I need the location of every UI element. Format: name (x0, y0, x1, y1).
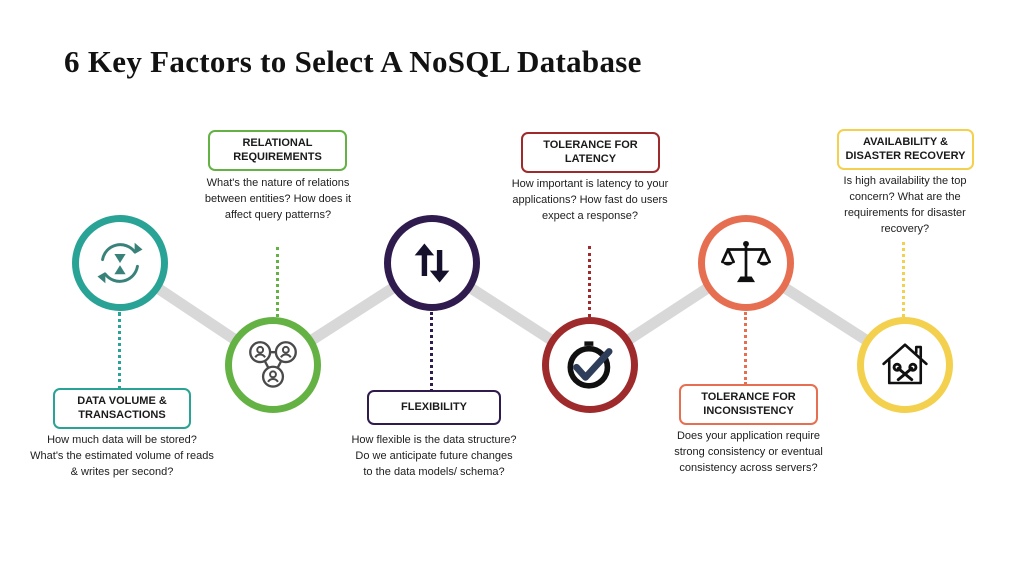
factor-2-label: RELATIONAL REQUIREMENTS (233, 137, 322, 164)
up-down-arrows-icon (414, 243, 450, 283)
factor-6-dotted-connector (902, 242, 905, 317)
factor-2-label-box: RELATIONAL REQUIREMENTS (208, 130, 347, 171)
factor-3-dotted-connector (430, 312, 433, 392)
factor-4-label: TOLERANCE FOR LATENCY (543, 139, 638, 166)
factor-6-description: Is high availability the top concern? Wh… (843, 175, 967, 235)
factor-3-description: How flexible is the data structure? Do w… (351, 434, 517, 478)
entity-network-icon (249, 341, 297, 388)
factor-6-label-box: AVAILABILITY & DISASTER RECOVERY (837, 129, 974, 170)
balance-scale-icon (721, 240, 771, 283)
factor-4-dotted-connector (588, 246, 591, 317)
factor-5-description: Does your application require strong con… (674, 430, 823, 474)
factor-3-label-box: FLEXIBILITY (367, 390, 501, 425)
factor-1-label-box: DATA VOLUME & TRANSACTIONS (53, 388, 191, 429)
factor-5-label-box: TOLERANCE FOR INCONSISTENCY (679, 384, 818, 425)
sync-hourglass-icon (97, 242, 143, 284)
factor-2-circle (225, 317, 321, 413)
factor-4-description: How important is latency to your applica… (511, 178, 669, 222)
factor-1-description: How much data will be stored? What's the… (30, 434, 214, 478)
factor-6-circle (857, 317, 953, 413)
factor-5-label: TOLERANCE FOR INCONSISTENCY (701, 391, 796, 418)
clock-check-icon (567, 341, 613, 389)
page-title: 6 Key Factors to Select A NoSQL Database (64, 44, 642, 79)
factor-1-dotted-connector (118, 312, 121, 390)
factor-1-circle (72, 215, 168, 311)
factor-6-label: AVAILABILITY & DISASTER RECOVERY (845, 136, 966, 163)
factor-5-dotted-connector (744, 312, 747, 385)
factor-3-circle (384, 215, 480, 311)
factor-4-label-box: TOLERANCE FOR LATENCY (521, 132, 660, 173)
factor-5-circle (698, 215, 794, 311)
factor-2-description: What's the nature of relations between e… (204, 177, 352, 221)
house-tools-icon (882, 343, 928, 385)
factor-4-circle (542, 317, 638, 413)
factor-2-dotted-connector (276, 247, 279, 317)
factor-3-label: FLEXIBILITY (401, 401, 467, 414)
factor-1-label: DATA VOLUME & TRANSACTIONS (77, 395, 167, 422)
